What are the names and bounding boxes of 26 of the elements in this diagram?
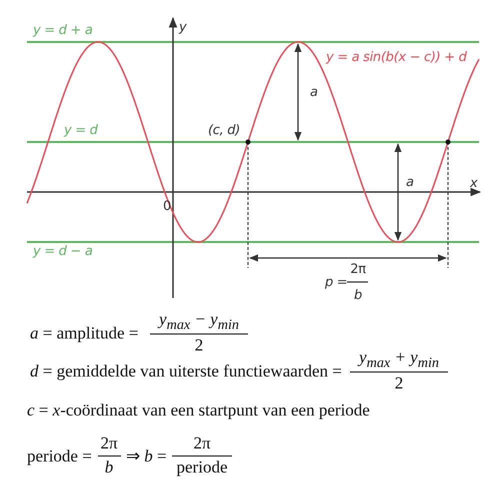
fraction-denominator: b — [354, 288, 362, 304]
dimension-label: p = — [325, 276, 348, 290]
fraction-numerator: 2π — [193, 434, 211, 454]
origin-label: 0 — [163, 200, 171, 214]
formula: periode = — [27, 448, 92, 466]
line-equation: y = d — [64, 124, 98, 138]
fraction-numerator: y$_{max}$ − y$_{min}$ — [159, 310, 239, 334]
formula: d = gemiddelde van uiterste functiewaarden = — [30, 362, 342, 382]
fraction-numerator: y$_{max}$ + y$_{min}$ — [359, 348, 439, 372]
fraction-denominator: periode — [176, 458, 228, 478]
fraction-denominator: 2 — [194, 336, 204, 356]
axis-label: y — [179, 20, 186, 36]
dimension-label: a — [310, 86, 318, 100]
dimension-label: a — [406, 176, 414, 190]
fraction-numerator: 2π — [100, 434, 118, 454]
fraction-denominator: b — [104, 458, 114, 478]
formula: ⇒ b = — [126, 448, 167, 466]
line-equation: y = d + a — [33, 24, 93, 38]
formula: c = x-coördinaat van een startpunt van een periode — [27, 402, 370, 420]
line-equation: y = d − a — [33, 244, 93, 260]
axis-label: x — [470, 176, 478, 192]
fraction-denominator: 2 — [394, 374, 404, 394]
point-label: (c, d) — [208, 124, 240, 138]
fraction-numerator: 2π — [350, 262, 366, 278]
formula: a = amplitude = — [30, 324, 138, 344]
function-equation: y = a sin(b(x − c)) + d — [326, 50, 467, 66]
